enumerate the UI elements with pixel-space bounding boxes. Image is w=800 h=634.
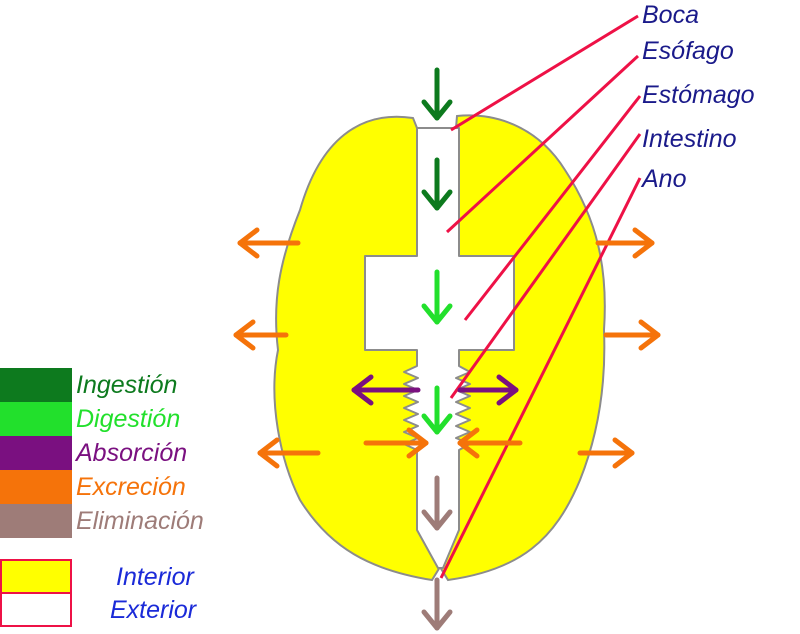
digestive-tube — [364, 127, 515, 569]
swatch-digestion — [0, 402, 72, 436]
excretion-arrow-3 — [257, 437, 321, 469]
elimination-arrow-1 — [421, 475, 453, 531]
organ-label-ano: Ano — [642, 165, 687, 193]
digestion-arrow-1 — [421, 269, 453, 325]
pointer-lines — [439, 14, 642, 579]
excretion-arrow-4 — [363, 427, 429, 459]
swatch-exterior — [0, 592, 72, 627]
excretion-arrow-2 — [233, 319, 289, 351]
legend-label-ingestion: Ingestión — [76, 371, 178, 399]
excretion-arrow-7 — [603, 319, 661, 351]
pointer-line-intestino — [449, 133, 642, 399]
excretion-arrow-1 — [237, 227, 301, 259]
excretion-arrow-6 — [595, 227, 655, 259]
organ-label-boca: Boca — [642, 1, 699, 29]
legend-label-interior: Interior — [116, 563, 194, 591]
process-legend-swatches — [0, 368, 72, 538]
swatch-eliminacion — [0, 504, 72, 538]
pointer-line-estomago — [463, 95, 642, 321]
legend-label-eliminacion: Eliminación — [76, 507, 204, 535]
legend-label-digestion: Digestión — [76, 405, 181, 433]
absorption-arrow-left — [351, 374, 421, 406]
excretion-arrows — [233, 227, 661, 469]
organ-label-intestino: Intestino — [642, 125, 737, 153]
legend-label-excrecion: Excreción — [76, 473, 186, 501]
absorption-arrow-right — [457, 374, 519, 406]
swatch-absorcion — [0, 436, 72, 470]
ingestion-arrow-2 — [421, 157, 453, 211]
region-legend-swatches — [0, 559, 72, 627]
elimination-arrows — [421, 475, 453, 631]
legend-label-exterior: Exterior — [110, 596, 197, 624]
excretion-arrow-5 — [457, 427, 523, 459]
pointer-line-esofago — [445, 54, 640, 234]
ingestion-arrows — [421, 67, 453, 211]
digestion-arrows — [421, 269, 453, 435]
organ-label-esofago: Esófago — [642, 37, 734, 65]
legend-label-absorcion: Absorción — [76, 439, 188, 467]
elimination-arrow-2 — [421, 577, 453, 631]
organ-label-estomago: Estómago — [642, 81, 755, 109]
swatch-interior — [0, 559, 72, 594]
digestion-arrow-2 — [421, 385, 453, 435]
absorption-arrows — [351, 374, 519, 406]
swatch-ingestion — [0, 368, 72, 402]
ingestion-arrow-1 — [421, 67, 453, 121]
excretion-arrow-8 — [577, 437, 635, 469]
swatch-excrecion — [0, 470, 72, 504]
pointer-line-boca — [450, 14, 639, 132]
